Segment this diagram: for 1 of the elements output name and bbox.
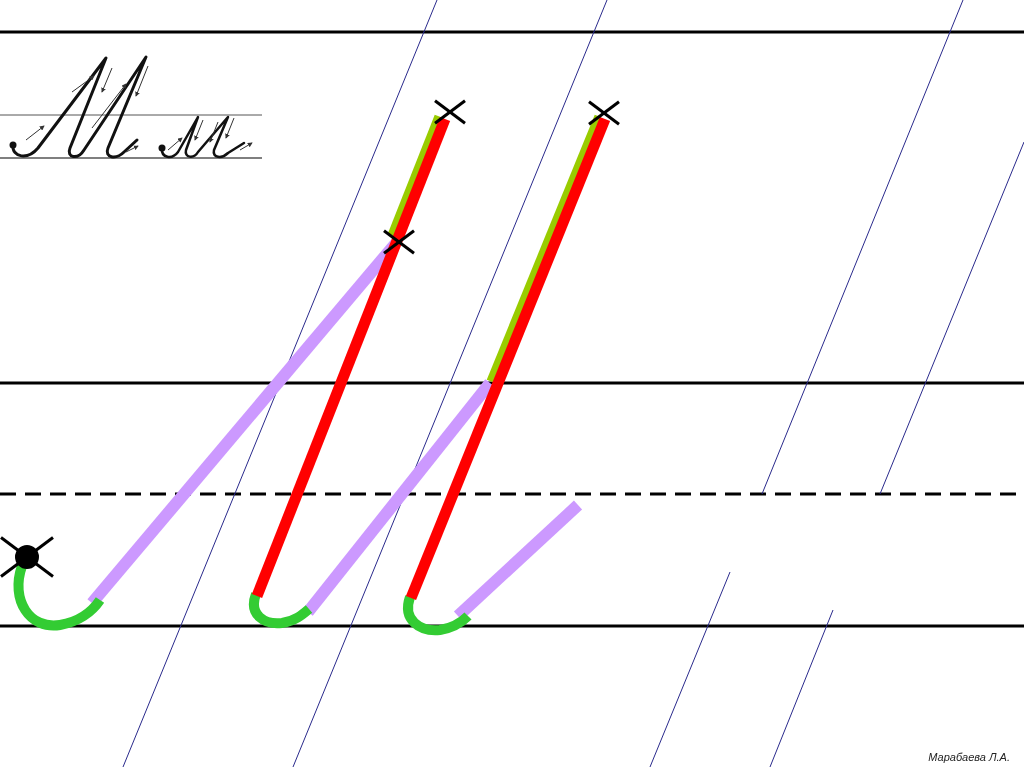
author-credit: Марабаева Л.А. [928,750,1010,764]
